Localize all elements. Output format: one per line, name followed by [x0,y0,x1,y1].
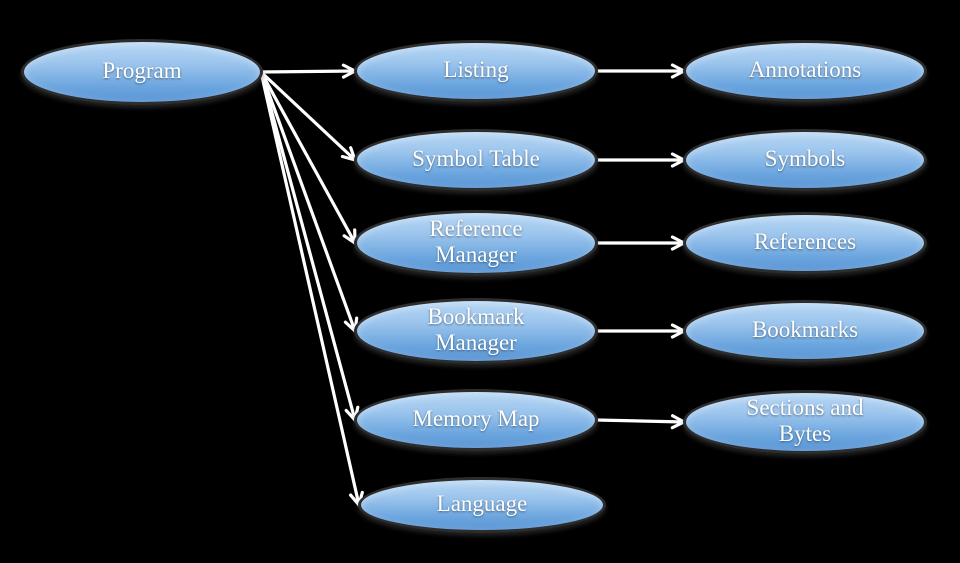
node-language: Language [358,477,606,533]
node-symbols: Symbols [683,129,927,191]
node-sections-bytes: Sections and Bytes [683,390,927,454]
arrow-program-to-language [259,70,364,507]
arrow-memory-map-to-sections-bytes [594,414,686,430]
node-listing: Listing [354,40,598,102]
node-label-memory-map: Memory Map [412,405,540,431]
node-bookmarks: Bookmarks [683,300,927,362]
node-bookmark-manager: Bookmark Manager [354,298,598,364]
node-memory-map: Memory Map [354,389,598,451]
node-label-language: Language [436,490,528,516]
node-annotations: Annotations [683,40,927,102]
node-symbol-table: Symbol Table [354,129,598,191]
node-label-sections-bytes: Sections and Bytes [746,394,864,446]
node-reference-manager: Reference Manager [354,210,598,276]
arrow-reference-manager-to-references [594,235,686,251]
node-label-program: Program [102,57,182,83]
arrow-program-to-symbol-table [259,70,357,162]
node-label-annotations: Annotations [748,56,862,82]
node-label-reference-manager: Reference Manager [429,215,523,267]
node-label-symbol-table: Symbol Table [412,145,540,171]
arrow-bookmark-manager-to-bookmarks [594,323,686,339]
node-references: References [683,212,927,274]
node-label-bookmarks: Bookmarks [751,316,859,342]
node-label-symbols: Symbols [764,145,846,171]
arrow-symbol-table-to-symbols [594,152,686,168]
arrow-program-to-listing [259,63,357,79]
arrow-listing-to-annotations [594,63,686,79]
arrow-program-to-reference-manager [259,70,357,245]
node-label-listing: Listing [443,56,509,82]
arrow-program-to-memory-map [259,70,360,422]
node-label-references: References [753,228,857,254]
node-label-bookmark-manager: Bookmark Manager [427,303,525,355]
arrow-program-to-bookmark-manager [259,70,359,333]
node-program: Program [21,39,263,105]
